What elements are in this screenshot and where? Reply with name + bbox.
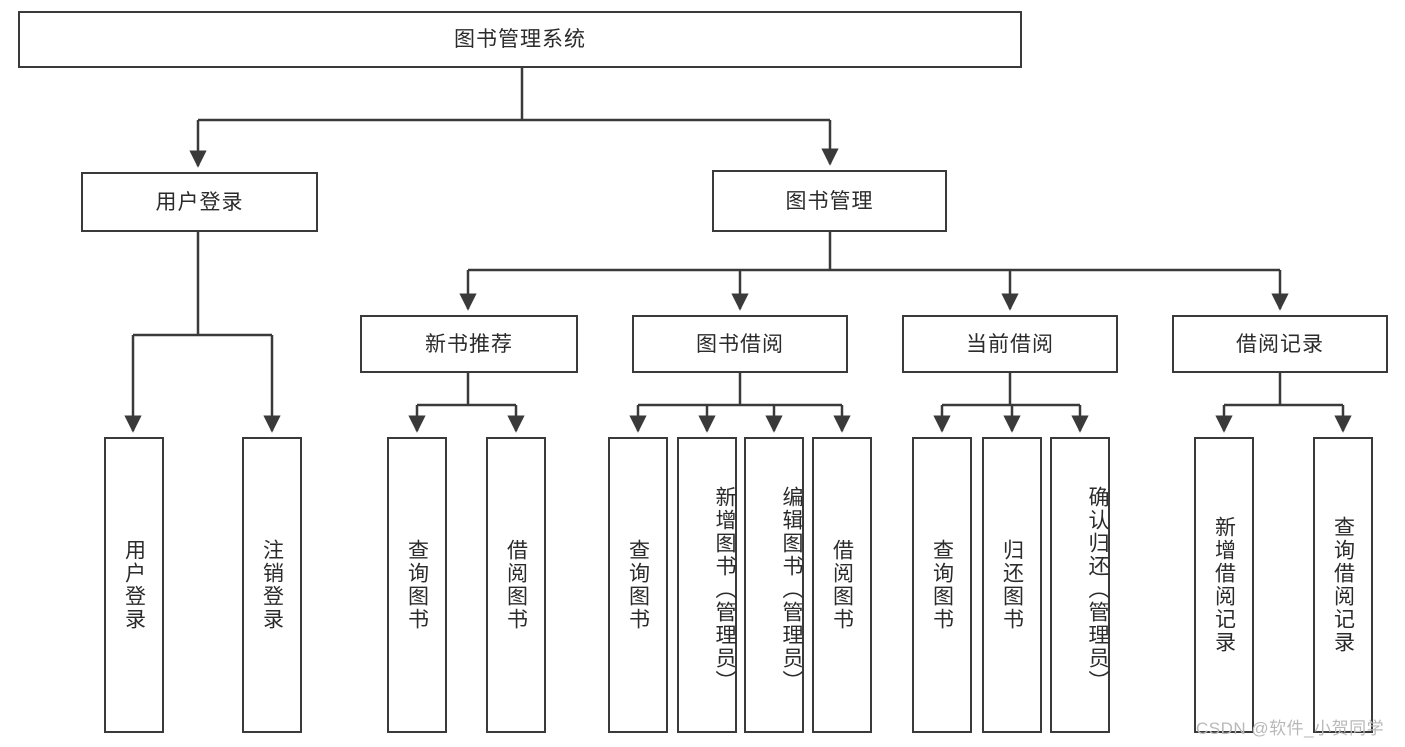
leaf-query-book-borrow[interactable]: 查询图书: [608, 437, 668, 733]
leaf-add-borrow-record[interactable]: 新增借阅记录: [1194, 437, 1254, 733]
leaf-add-book-admin[interactable]: 新增图书（管理员）: [677, 437, 737, 733]
node-label: 查询图书: [930, 539, 954, 631]
node-label: 用户登录: [122, 539, 146, 631]
node-label: 新书推荐: [425, 332, 513, 356]
node-label: 借阅图书: [504, 539, 528, 631]
leaf-return-book[interactable]: 归还图书: [982, 437, 1042, 733]
node-book-borrow[interactable]: 图书借阅: [632, 315, 848, 373]
node-label: 查询图书: [626, 539, 650, 631]
node-user-login[interactable]: 用户登录: [81, 172, 318, 232]
leaf-query-borrow-record[interactable]: 查询借阅记录: [1313, 437, 1373, 733]
node-label: 借阅记录: [1236, 332, 1324, 356]
leaf-query-book-rec[interactable]: 查询图书: [387, 437, 447, 733]
node-label: 查询图书: [405, 539, 429, 631]
leaf-edit-book-admin[interactable]: 编辑图书（管理员）: [744, 437, 804, 733]
node-label: 新增借阅记录: [1212, 516, 1236, 654]
leaf-query-book-current[interactable]: 查询图书: [912, 437, 972, 733]
node-label: 查询借阅记录: [1331, 516, 1355, 654]
node-label: 图书管理系统: [454, 28, 586, 51]
node-label: 当前借阅: [966, 332, 1054, 356]
leaf-borrow-book-rec[interactable]: 借阅图书: [486, 437, 546, 733]
node-new-book-recommendation[interactable]: 新书推荐: [360, 315, 578, 373]
node-book-management[interactable]: 图书管理: [712, 170, 947, 232]
node-label: 新增图书（管理员）: [713, 485, 736, 693]
node-label: 图书管理: [785, 189, 874, 213]
leaf-borrow-book[interactable]: 借阅图书: [812, 437, 872, 733]
csdn-watermark: CSDN @软件_小贺同学: [1196, 719, 1385, 738]
node-current-borrow[interactable]: 当前借阅: [902, 315, 1118, 373]
leaf-confirm-return-admin[interactable]: 确认归还（管理员）: [1050, 437, 1110, 733]
node-label: 图书借阅: [696, 332, 784, 356]
node-label: 借阅图书: [830, 539, 854, 631]
node-label: 编辑图书（管理员）: [780, 485, 803, 693]
node-root-system[interactable]: 图书管理系统: [18, 11, 1022, 68]
node-label: 注销登录: [260, 539, 284, 631]
node-label: 确认归还（管理员）: [1086, 485, 1109, 693]
leaf-logout[interactable]: 注销登录: [242, 437, 302, 733]
node-borrow-record[interactable]: 借阅记录: [1172, 315, 1388, 373]
node-label: 归还图书: [1000, 539, 1024, 631]
leaf-user-login[interactable]: 用户登录: [104, 437, 164, 733]
node-label: 用户登录: [155, 190, 244, 214]
